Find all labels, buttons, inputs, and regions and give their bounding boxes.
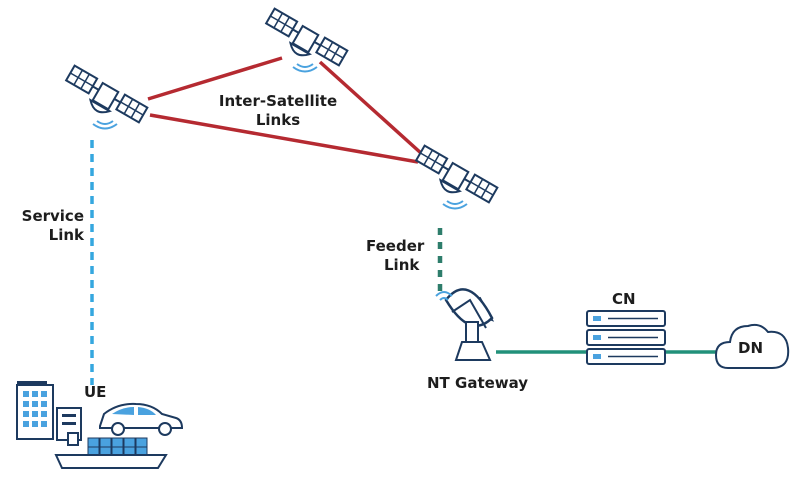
satellite-icon: [59, 64, 149, 133]
feeder-link-label-line1: Feeder: [366, 237, 425, 255]
service-link-label-line2: Link: [48, 226, 84, 244]
cn-label: CN: [612, 290, 636, 308]
inter-satellite-label-line1: Inter-Satellite: [218, 92, 338, 110]
ue-label: UE: [84, 383, 107, 401]
server-stack-icon: [586, 310, 666, 365]
inter-satellite-links-label: Inter-Satellite Links: [202, 92, 354, 130]
service-link-label: Service Link: [0, 207, 84, 245]
cargo-ship-icon: [54, 432, 168, 469]
gateway-dish-icon: [435, 288, 495, 361]
feeder-link-label-line2: Link: [384, 256, 420, 274]
inter-satellite-label-line2: Links: [255, 111, 301, 129]
dn-label: DN: [738, 339, 764, 357]
isl-left-right: [149, 113, 419, 164]
feeder-link-label: Feeder Link: [366, 237, 424, 275]
cloud-icon: [714, 323, 790, 369]
service-link-label-line1: Service: [21, 207, 84, 225]
car-icon: [99, 402, 184, 436]
satellite-icon: [259, 7, 349, 76]
buildings-icon: [16, 381, 82, 441]
nt-gateway-label: NT Gateway: [427, 374, 529, 392]
satellite-icon: [409, 144, 499, 213]
isl-top-right: [318, 60, 424, 156]
isl-left-top: [147, 56, 283, 101]
